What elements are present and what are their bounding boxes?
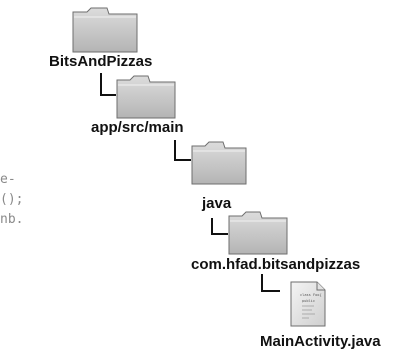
- connector-java-to-package: [211, 218, 228, 235]
- folder-label-java[interactable]: java: [202, 195, 232, 212]
- folder-icon[interactable]: [191, 141, 247, 185]
- file-icon-text-line1: class Foo{: [300, 293, 322, 297]
- handwritten-note-line3: nb.: [0, 212, 24, 227]
- handwritten-note-line1: e-: [0, 172, 16, 187]
- java-file-icon[interactable]: class Foo{ public: [290, 281, 326, 327]
- handwritten-note-line2: ();: [0, 192, 24, 207]
- connector-package-to-file: [261, 274, 280, 292]
- folder-icon[interactable]: [72, 7, 138, 53]
- folder-icon[interactable]: [228, 211, 288, 255]
- connector-app-to-java: [174, 140, 191, 161]
- handwritten-note: e- (); nb.: [0, 170, 23, 230]
- folder-label-package[interactable]: com.hfad.bitsandpizzas: [191, 256, 361, 273]
- folder-label-root[interactable]: BitsAndPizzas: [49, 53, 153, 70]
- file-label-mainactivity[interactable]: MainActivity.java: [260, 333, 381, 350]
- connector-root-to-app: [100, 73, 116, 96]
- folder-label-app-src-main[interactable]: app/src/main: [91, 119, 184, 136]
- folder-icon[interactable]: [116, 75, 176, 119]
- tree-connectors: [100, 73, 280, 292]
- file-icon-text-line2: public: [302, 299, 315, 303]
